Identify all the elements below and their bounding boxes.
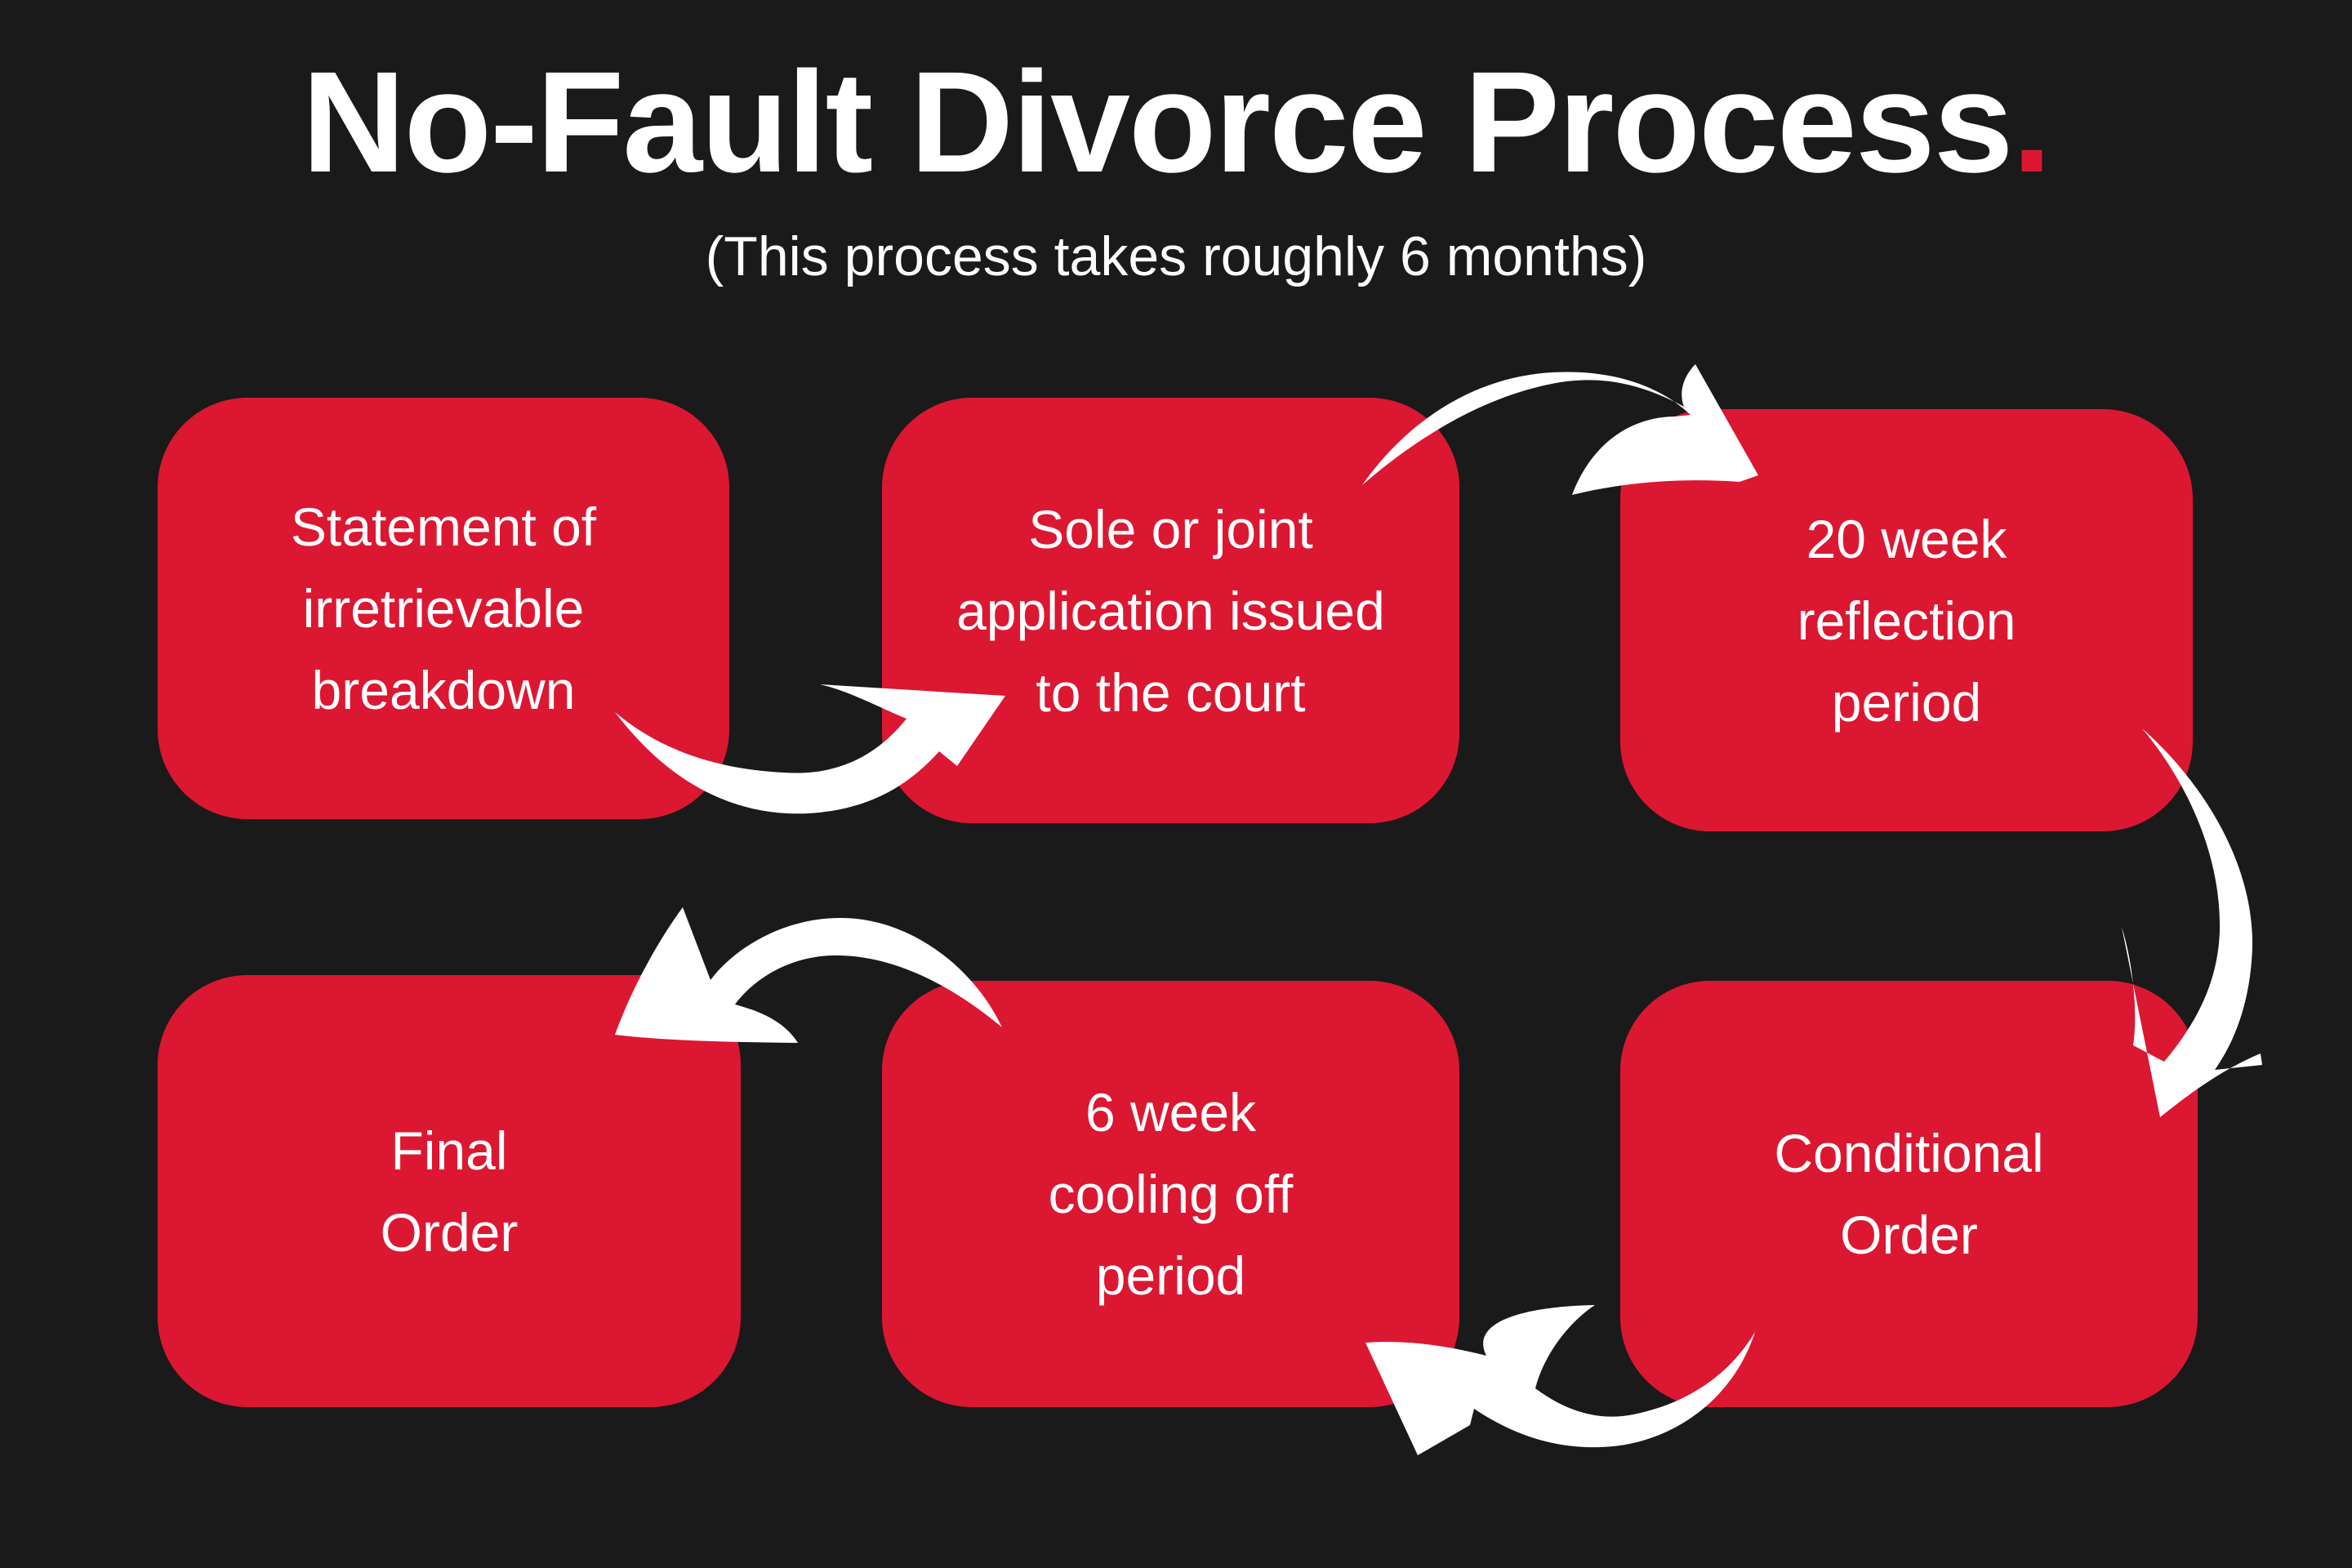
step-label: Sole or joint application issued to the … <box>956 498 1385 723</box>
page-title: No-Fault Divorce Process. <box>0 51 2352 194</box>
step-label: Final Order <box>380 1120 519 1263</box>
step-box-application: Sole or joint application issued to the … <box>882 398 1459 823</box>
step-box-final-order: Final Order <box>158 975 741 1407</box>
step-box-statement: Statement of irretrievable breakdown <box>158 398 729 819</box>
subtitle: (This process takes roughly 6 months) <box>705 225 1647 287</box>
step-box-reflection: 20 week reflection period <box>1620 409 2193 831</box>
title-text: No-Fault Divorce Process <box>301 42 2014 203</box>
step-label: Statement of irretrievable breakdown <box>290 497 597 720</box>
step-box-conditional-order: Conditional Order <box>1620 981 2198 1407</box>
step-label: 20 week reflection period <box>1797 508 2016 733</box>
title-accent-dot: . <box>2011 42 2052 203</box>
step-label: 6 week cooling off period <box>1048 1082 1294 1306</box>
step-box-cooling-off: 6 week cooling off period <box>882 981 1459 1407</box>
step-label: Conditional Order <box>1774 1123 2044 1265</box>
